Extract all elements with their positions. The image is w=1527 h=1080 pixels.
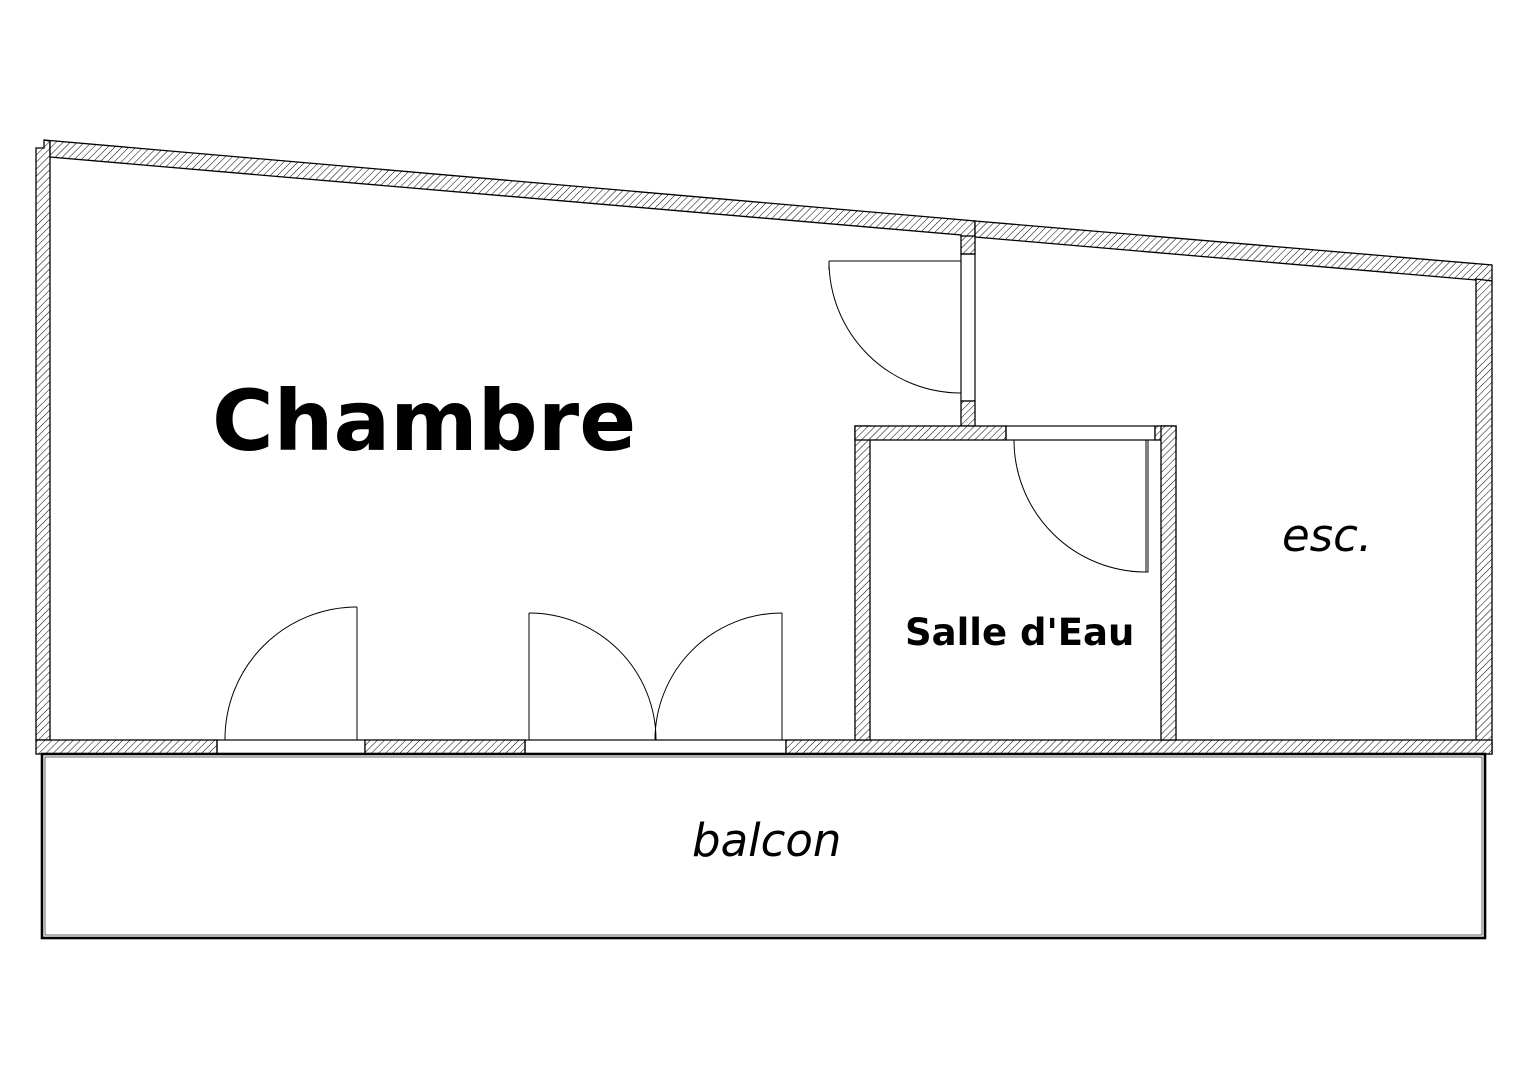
wall-top-right: [974, 220, 1493, 282]
door-balcony-single: [224, 606, 358, 741]
wall-top-left: [43, 139, 976, 238]
balcony: [40, 752, 1487, 940]
partition-door-opening: [960, 253, 976, 402]
balcony-outline: [40, 752, 1487, 940]
door-bedroom-stairs: [828, 260, 962, 394]
wall-right: [1475, 278, 1493, 755]
room-label-stairs: esc.: [1282, 509, 1372, 562]
room-label-bathroom: Salle d'Eau: [905, 611, 1134, 654]
bathroom-wall-top-left: [854, 425, 1007, 441]
door-balcony-double: [528, 612, 783, 741]
wall-left: [35, 139, 51, 741]
bathroom-door-opening: [1005, 425, 1156, 441]
door-opening-1-frame: [216, 739, 366, 755]
partition-bedroom-stairs: [960, 235, 976, 427]
room-label-bedroom: Chambre: [212, 372, 636, 470]
room-label-balcony: balcon: [692, 814, 841, 867]
partition-upper: [960, 235, 976, 255]
bathroom-wall-right: [1160, 425, 1177, 741]
partition-lower: [960, 400, 976, 427]
doors: [224, 260, 1149, 741]
balcony-inner: [44, 756, 1483, 936]
exterior-walls: [35, 139, 1493, 755]
bathroom-wall-left: [854, 425, 871, 741]
bathroom-walls: [854, 425, 1177, 741]
facade-wall-segment-1: [35, 739, 218, 755]
door-bathroom: [1013, 439, 1149, 573]
door-opening-2-frame: [524, 739, 787, 755]
facade-wall-segment-3: [785, 739, 1493, 755]
facade-wall: [35, 739, 1493, 755]
facade-wall-segment-2: [364, 739, 526, 755]
